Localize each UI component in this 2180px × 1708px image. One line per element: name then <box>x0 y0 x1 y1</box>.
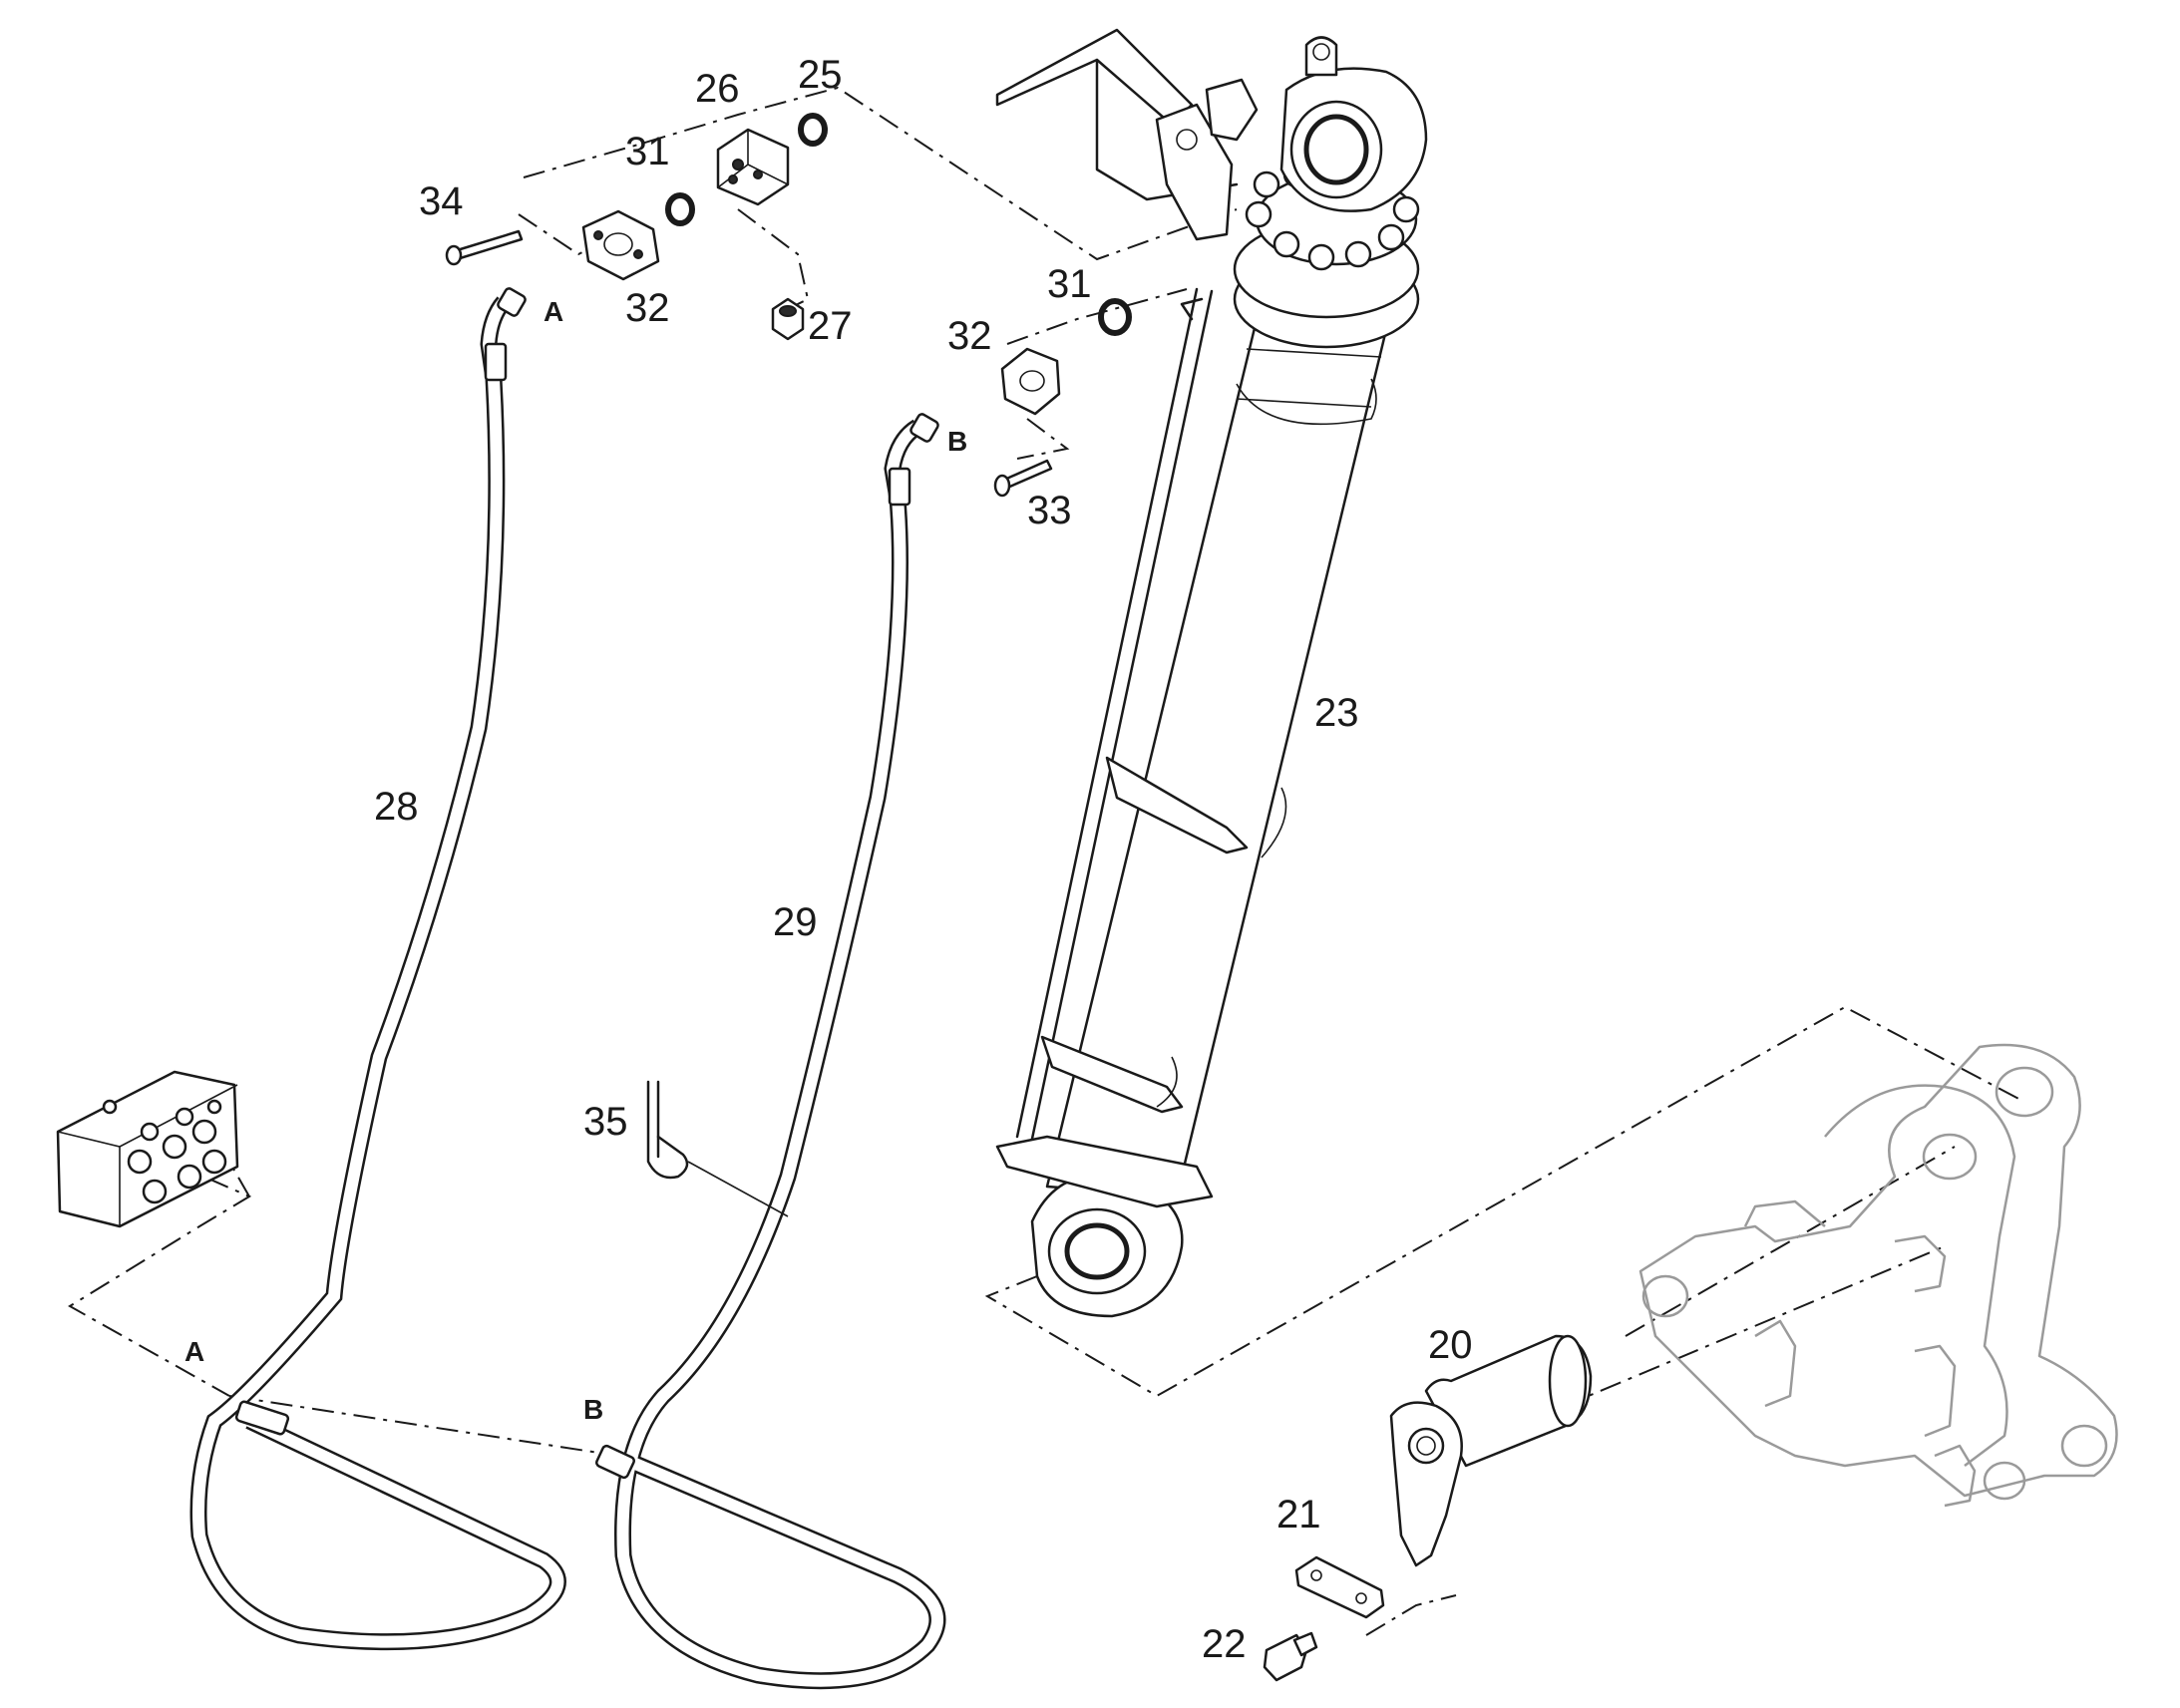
hydraulic-cylinder-23[interactable] <box>995 28 1428 1318</box>
bolt-34[interactable] <box>445 229 524 266</box>
label-29: 29 <box>773 900 818 944</box>
label-25: 25 <box>798 53 843 97</box>
part-labels: 20 21 22 23 25 26 27 28 29 31 31 32 32 3… <box>374 53 1473 1666</box>
bolt-33[interactable] <box>993 459 1053 498</box>
label-21: 21 <box>1276 1493 1321 1537</box>
o-ring-31-b[interactable] <box>1098 298 1132 336</box>
o-ring-25[interactable] <box>798 113 828 147</box>
label-20: 20 <box>1428 1323 1473 1367</box>
cable-tie-35[interactable] <box>646 1080 789 1217</box>
label-31-b: 31 <box>1047 262 1092 306</box>
hose-29[interactable] <box>595 413 946 1690</box>
flange-32-a[interactable] <box>581 209 660 281</box>
port-b-bottom: B <box>583 1394 603 1425</box>
plug-27[interactable] <box>771 297 805 341</box>
port-a-bottom: A <box>184 1336 204 1367</box>
label-34: 34 <box>419 179 464 223</box>
label-33: 33 <box>1027 489 1072 532</box>
port-labels: A B A B <box>184 296 967 1425</box>
port-a-top: A <box>544 296 563 327</box>
label-23: 23 <box>1314 691 1359 735</box>
label-26: 26 <box>695 67 740 111</box>
leader-lines <box>68 86 2025 1636</box>
block-26[interactable] <box>716 128 790 206</box>
label-28: 28 <box>374 785 419 829</box>
label-31-a: 31 <box>625 130 670 173</box>
boom-bracket <box>1638 1043 2118 1508</box>
label-22: 22 <box>1202 1622 1247 1666</box>
label-32-b: 32 <box>947 314 992 358</box>
port-b-top: B <box>947 426 967 457</box>
hose-28[interactable] <box>189 287 566 1651</box>
label-35: 35 <box>583 1100 628 1144</box>
label-32-a: 32 <box>625 286 670 330</box>
bolt-22[interactable] <box>1263 1631 1318 1682</box>
pin-20[interactable] <box>1389 1334 1593 1567</box>
plate-21[interactable] <box>1294 1555 1385 1619</box>
o-ring-31-a[interactable] <box>665 192 695 226</box>
valve-block[interactable] <box>56 1070 239 1228</box>
flange-32-b[interactable] <box>1000 347 1061 416</box>
label-27: 27 <box>808 304 853 348</box>
